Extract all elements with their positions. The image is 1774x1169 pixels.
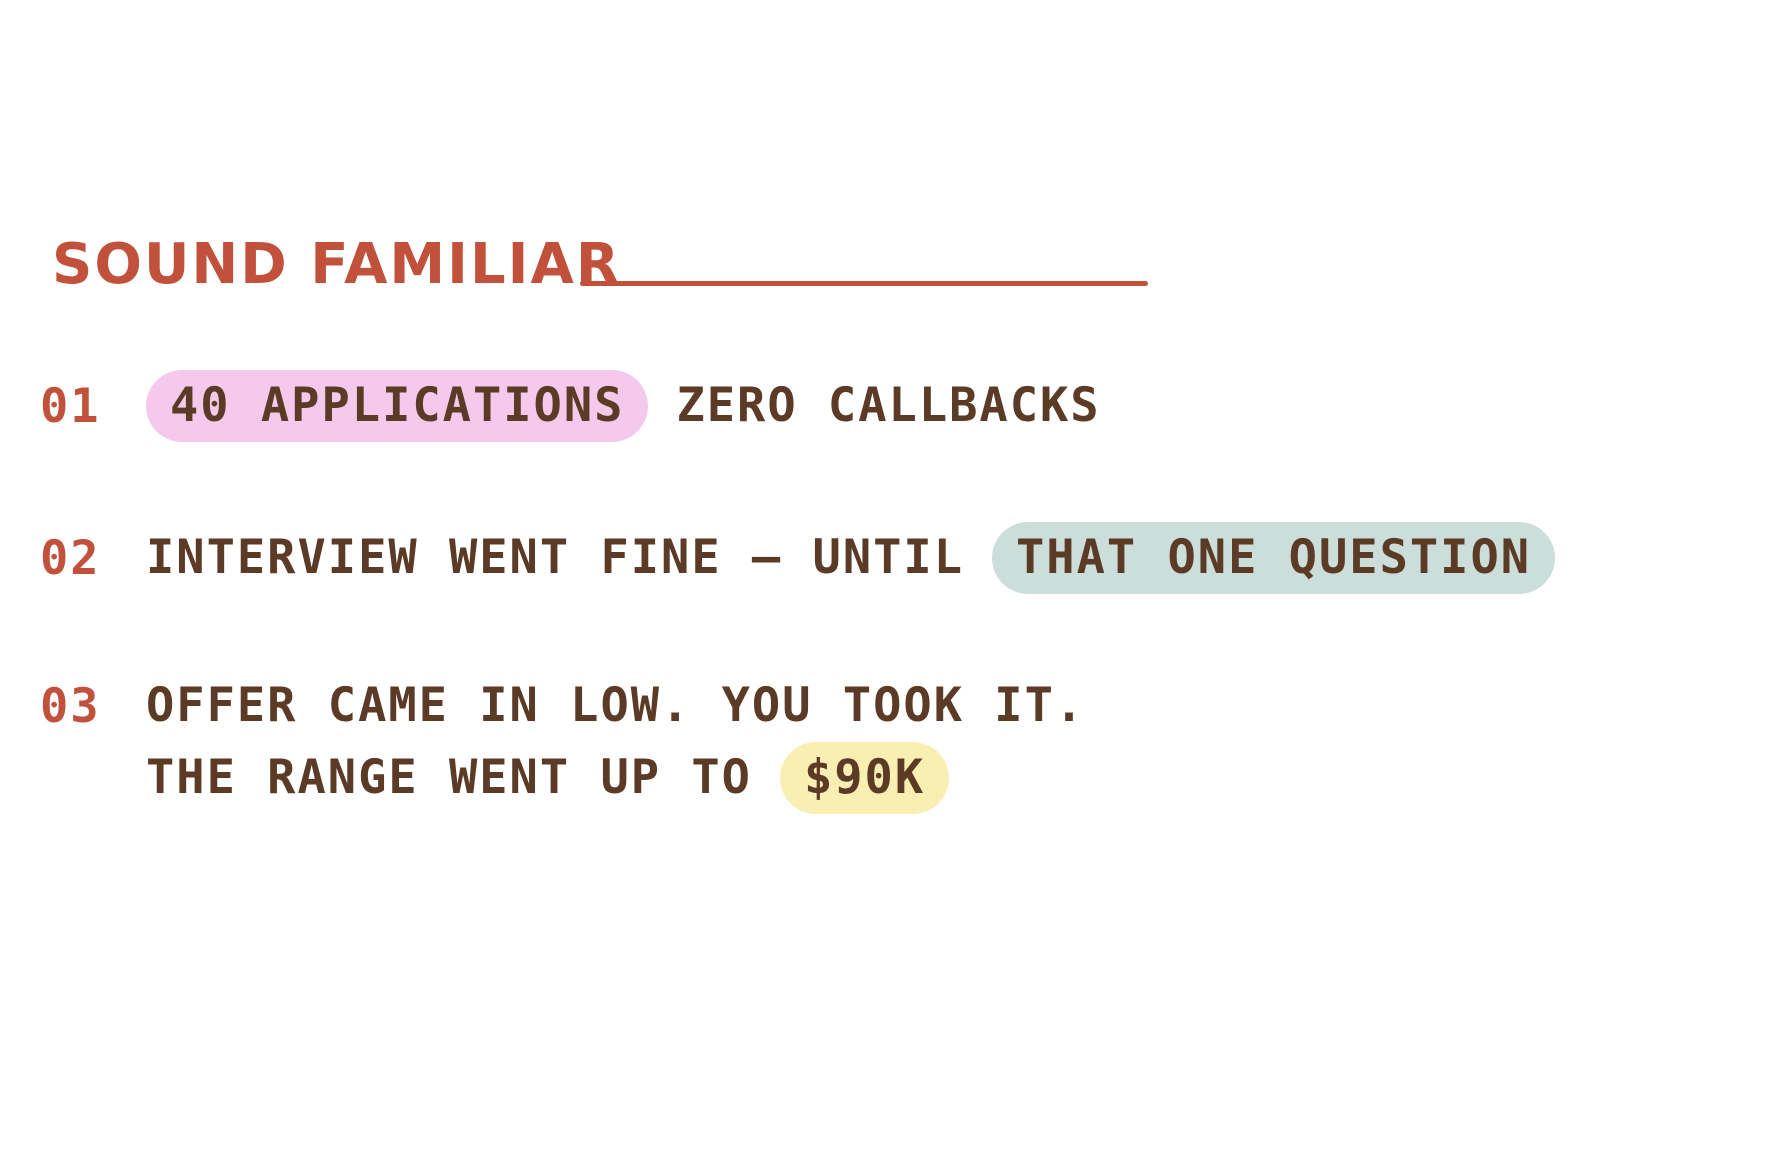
list-item-03-line1: 03 OFFER CAME IN LOW. YOU TOOK IT.	[40, 668, 1085, 744]
list-item-01: 01 40 APPLICATIONS ZERO CALLBACKS	[40, 366, 1101, 446]
highlight-pill-yellow: $90K	[779, 741, 950, 815]
item-number: 02	[40, 530, 101, 586]
page-title: SOUND FAMILIAR	[52, 232, 621, 297]
highlight-pill-blue: THAT ONE QUESTION	[992, 521, 1556, 595]
item-number: 03	[40, 678, 101, 734]
item-text: THE RANGE WENT UP TO	[146, 749, 752, 805]
highlight-pill-pink: 40 APPLICATIONS	[146, 369, 649, 443]
list-item-02: 02 INTERVIEW WENT FINE — UNTIL THAT ONE …	[40, 518, 1556, 598]
list-item-03-line2: THE RANGE WENT UP TO $90K	[40, 738, 950, 818]
header-underline-rule	[580, 281, 1148, 286]
item-text: ZERO CALLBACKS	[676, 377, 1101, 433]
item-number: 01	[40, 378, 101, 434]
item-text: INTERVIEW WENT FINE — UNTIL	[146, 529, 965, 585]
item-text: OFFER CAME IN LOW. YOU TOOK IT.	[146, 677, 1086, 733]
